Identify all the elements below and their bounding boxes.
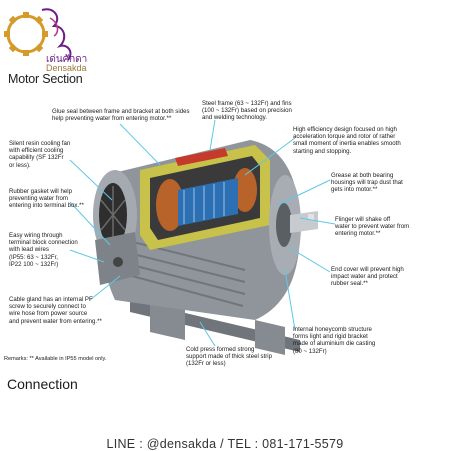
callout-easy-wiring: Easy wiring through terminal block conne… xyxy=(9,232,78,268)
callout-glue-seal: Glue seal between frame and bracket at b… xyxy=(52,108,190,123)
callout-silent-resin-fan: Silent resin cooling fan with efficient … xyxy=(9,140,71,169)
callout-grease: Grease at both bearing housings will tra… xyxy=(331,172,403,194)
remarks-note: Remarks: ** Available in IP55 model only… xyxy=(4,356,107,362)
callout-high-efficiency: High efficiency design focused on high a… xyxy=(293,126,401,155)
callout-end-cover: End cover will prevent high impact water… xyxy=(331,266,404,288)
callout-steel-frame: Steel frame (63 ~ 132Fr) and fins (100 ~… xyxy=(202,100,292,122)
connection-heading: Connection xyxy=(7,376,78,392)
section-title: Motor Section xyxy=(8,72,83,86)
contact-footer: LINE : @densakda / TEL : 081-171-5579 xyxy=(106,437,344,451)
callout-honeycomb: Internal honeycomb structure forms light… xyxy=(293,326,376,355)
logo-english-text: Densakda xyxy=(46,63,87,73)
callout-slinger: Flinger will shake off water to prevent … xyxy=(335,216,410,238)
callout-rubber-gasket: Rubber gasket will help preventing water… xyxy=(9,188,84,210)
callout-cold-press: Cold press formed strong support made of… xyxy=(186,346,273,368)
densakda-logo xyxy=(4,8,72,61)
logo-thai-text: เด่นศักดา xyxy=(46,54,88,65)
callout-cable-gland: Cable gland has an internal PF screw to … xyxy=(9,296,102,325)
